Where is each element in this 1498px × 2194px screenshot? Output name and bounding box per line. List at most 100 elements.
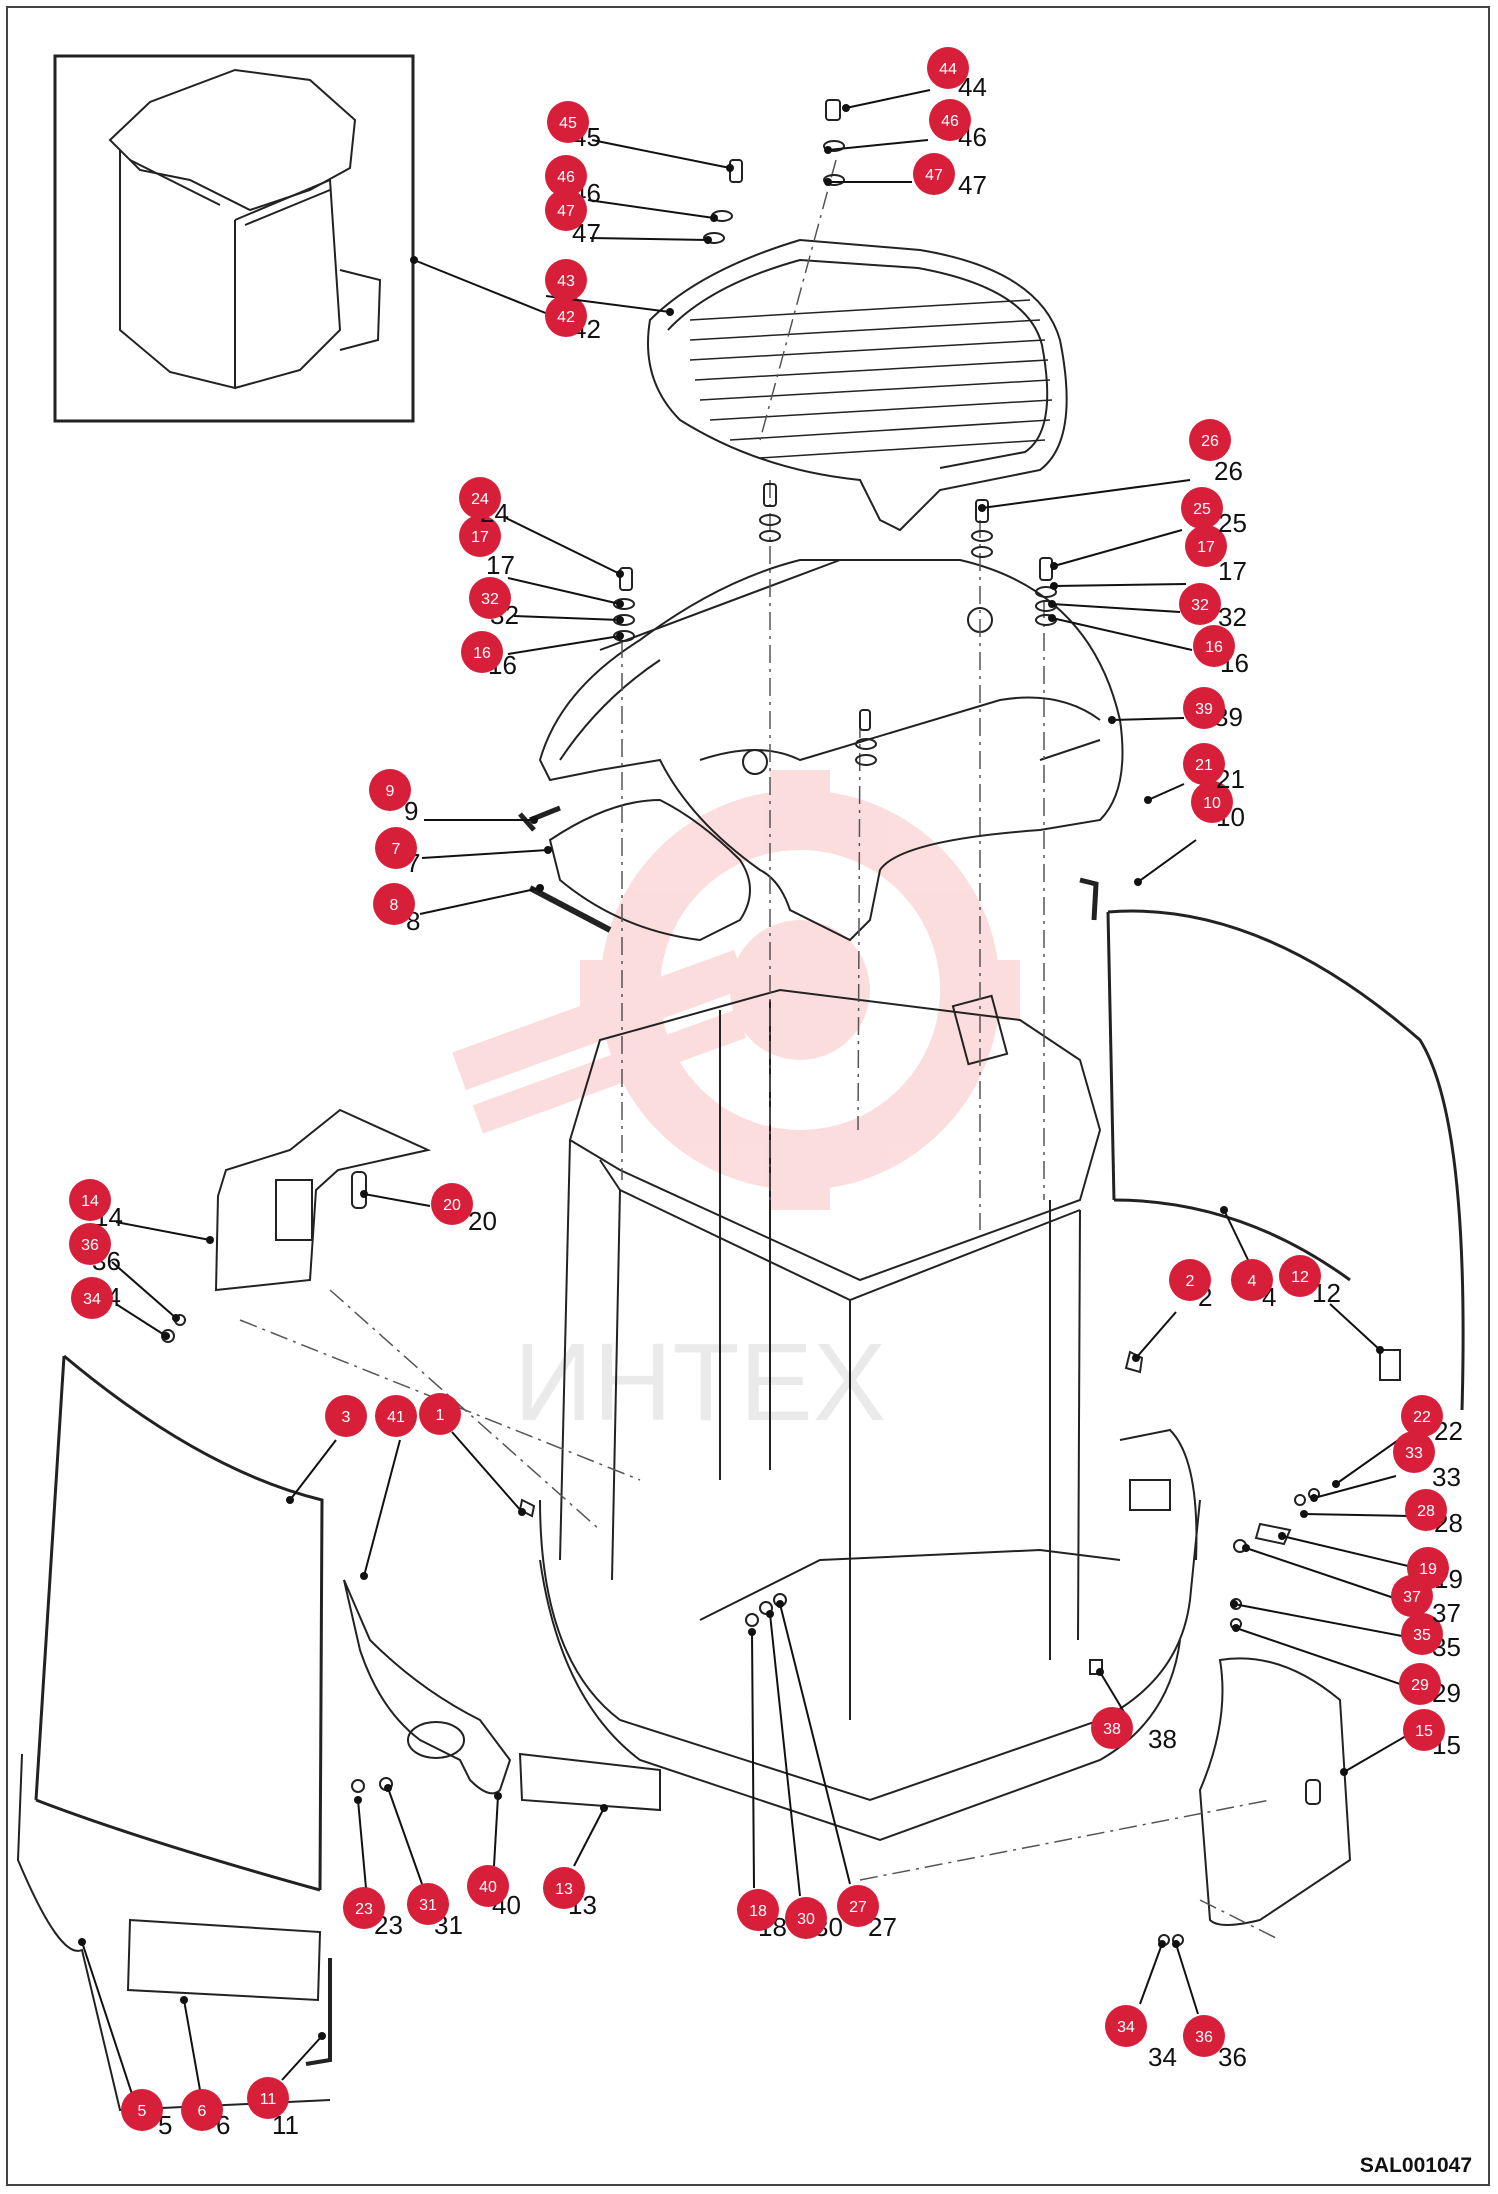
callout-badge <box>1183 743 1225 785</box>
leader-line <box>1329 1303 1381 1351</box>
callout-badge-label: 17 <box>471 529 489 546</box>
callout-badge <box>343 1887 385 1929</box>
callout-number-text: 9 <box>404 796 418 826</box>
callout-badge <box>325 1395 367 1437</box>
callout-badge <box>1405 1489 1447 1531</box>
callout-badge <box>545 189 587 231</box>
upper-left-window <box>518 798 751 942</box>
door-sill-trim <box>343 1579 661 1812</box>
leader-line <box>591 139 731 169</box>
callout-badge-label: 16 <box>473 645 491 662</box>
leader-line <box>1245 1547 1395 1599</box>
callout-badge <box>1189 419 1231 461</box>
leader-dot <box>616 570 624 578</box>
leader-dot <box>536 884 544 892</box>
callout-badge-label: 36 <box>1195 2029 1213 2046</box>
leader-dot <box>776 1600 784 1608</box>
callout-badge-label: 17 <box>1197 539 1215 556</box>
callout-badge-label: 26 <box>1201 433 1219 450</box>
callout-badge <box>1179 583 1221 625</box>
leader-dot <box>1050 582 1058 590</box>
leader-line <box>281 2035 323 2081</box>
leader-line <box>1303 1513 1409 1517</box>
callout-badge-label: 23 <box>355 1901 373 1918</box>
callout-badge <box>1185 525 1227 567</box>
leader-dot <box>318 2032 326 2040</box>
callout-badge <box>785 1897 827 1939</box>
callout-badge-label: 36 <box>81 1237 99 1254</box>
leader-line <box>507 635 621 655</box>
leader-line <box>981 479 1191 509</box>
callout-badge-label: 15 <box>1415 1723 1433 1740</box>
leader-dot <box>616 632 624 640</box>
callout-badge-label: 47 <box>557 203 575 220</box>
callout-badge <box>1183 2015 1225 2057</box>
callout-badge <box>1403 1709 1445 1751</box>
leader-line <box>1175 1943 1199 2015</box>
callout-badge-label: 31 <box>419 1897 437 1914</box>
callout-badge <box>369 769 411 811</box>
callout-badge <box>1401 1613 1443 1655</box>
callout-number-text: 36 <box>1218 2042 1247 2072</box>
callout-badge <box>927 47 969 89</box>
leader-dot <box>180 1996 188 2004</box>
callout-badge-label: 9 <box>386 783 395 800</box>
leader-dot <box>1278 1532 1286 1540</box>
callout-badge <box>1091 1707 1133 1749</box>
leader-dot <box>704 236 712 244</box>
callout-badge <box>69 1223 111 1265</box>
leader-dot <box>1300 1510 1308 1518</box>
leader-line <box>419 887 541 915</box>
callout-badge-label: 27 <box>849 1899 867 1916</box>
callout-badge-label: 35 <box>1413 1627 1431 1644</box>
leader-line <box>1147 783 1185 801</box>
callout-badge <box>375 827 417 869</box>
callout-badge-label: 29 <box>1411 1677 1429 1694</box>
assembly-centerlines <box>239 159 1281 1941</box>
callout-badge-label: 22 <box>1413 1409 1431 1426</box>
callout-badge-label: 13 <box>555 1881 573 1898</box>
callout-badge <box>1169 1259 1211 1301</box>
callout-badge-label: 45 <box>559 115 577 132</box>
callout-badge-label: 33 <box>1405 1445 1423 1462</box>
callout-badge-label: 11 <box>260 2091 277 2108</box>
callout-7: 77 <box>375 827 552 878</box>
callout-badge-label: 34 <box>1117 2019 1135 2036</box>
callout-badge-label: 32 <box>481 591 499 608</box>
callout-number-text: 17 <box>1218 556 1247 586</box>
left-side-plate <box>214 1108 432 1292</box>
leader-dot <box>600 1804 608 1812</box>
leader-line <box>357 1799 367 1889</box>
leader-line <box>1053 583 1187 587</box>
leader-line <box>1051 617 1193 651</box>
leader-line <box>513 615 621 621</box>
cab-frame <box>539 988 1201 1842</box>
callout-41: 41 <box>360 1395 417 1580</box>
callout-badge <box>469 577 511 619</box>
callout-36: 36 36 <box>1172 1940 1247 2072</box>
callout-badge <box>929 99 971 141</box>
leader-dot <box>286 1496 294 1504</box>
callout-8: 88 <box>373 883 544 936</box>
leader-dot <box>1096 1668 1104 1676</box>
callout-badge-label: 47 <box>925 167 943 184</box>
callout-badge <box>1399 1663 1441 1705</box>
leader-dot <box>410 256 418 264</box>
callout-badge-label: 40 <box>479 1879 497 1896</box>
callout-5: 55 <box>78 1938 172 2140</box>
callout-badge-label: 42 <box>557 309 575 326</box>
callout-4: 44 <box>1220 1206 1276 1312</box>
leader-dot <box>1134 878 1142 886</box>
